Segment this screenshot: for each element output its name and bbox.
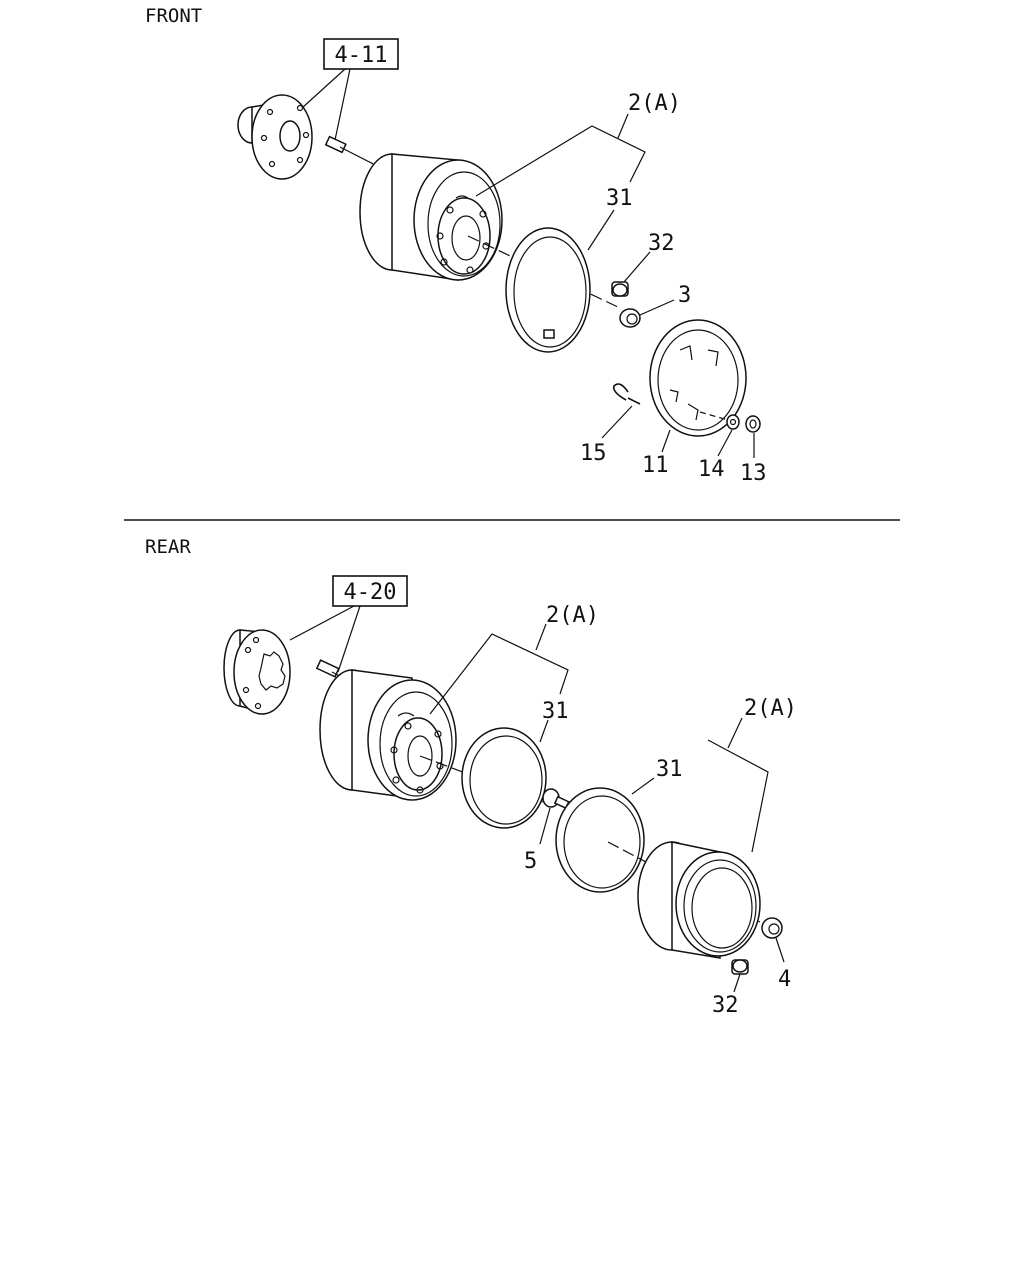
rear-label-ring-inner: 31 — [542, 699, 569, 724]
rear-ref-leader-stud — [337, 605, 361, 673]
front-nut-leader — [639, 299, 675, 316]
front-group-leader — [617, 113, 629, 139]
rear-inner-ring — [461, 727, 547, 829]
front-ref-leader-hub — [301, 68, 346, 109]
front-label-nut: 3 — [678, 283, 691, 308]
front-section: FRONT 4-11 — [145, 5, 767, 486]
rear-inner-group-leader — [535, 623, 547, 651]
rear-inner-group-bracket — [429, 633, 569, 715]
front-cover-axis — [699, 411, 729, 421]
front-cover-leader — [661, 429, 671, 453]
front-cover — [649, 319, 747, 437]
front-nut-cap — [611, 281, 629, 297]
rear-nut-cap-leader — [733, 973, 741, 993]
front-ring-leader — [587, 209, 615, 251]
front-ring — [505, 227, 591, 353]
rear-inner-wheel — [319, 669, 457, 801]
rear-nut-cap — [731, 959, 749, 975]
rear-label-nut-cap: 32 — [712, 993, 739, 1018]
rear-outer-group-leader — [727, 717, 743, 749]
rear-label-bolt: 5 — [524, 849, 537, 874]
front-hook-leader — [601, 405, 633, 439]
front-small-nut — [745, 415, 761, 433]
rear-title: REAR — [145, 536, 191, 558]
rear-section: REAR 4-20 — [145, 536, 797, 1018]
rear-ref-leader-hub — [289, 605, 355, 641]
rear-nut — [761, 917, 783, 939]
front-nut-cap-leader — [623, 251, 651, 283]
rear-outer-wheel — [637, 841, 761, 959]
rear-nut-leader — [775, 937, 785, 963]
front-hub — [237, 94, 313, 180]
front-ref-box[interactable]: 4-11 — [323, 38, 399, 70]
rear-label-group-outer: 2(A) — [744, 696, 797, 721]
front-group-bracket — [475, 125, 646, 197]
rear-label-nut: 4 — [778, 967, 791, 992]
rear-outer-ring — [555, 787, 645, 893]
rear-label-group-inner: 2(A) — [546, 603, 599, 628]
front-nut — [619, 308, 641, 328]
rear-outer-ring-leader — [631, 777, 655, 795]
front-wheel — [359, 153, 503, 281]
front-label-nut-cap: 32 — [648, 231, 675, 256]
front-washer — [726, 414, 740, 430]
rear-ref-box[interactable]: 4-20 — [332, 575, 408, 607]
rear-outer-group-bracket — [707, 739, 769, 853]
front-label-cover: 11 — [642, 453, 669, 478]
rear-ref-label[interactable]: 4-20 — [344, 580, 397, 605]
rear-inner-ring-leader — [539, 719, 549, 743]
front-washer-leader — [717, 429, 733, 457]
front-ref-label[interactable]: 4-11 — [335, 43, 388, 68]
front-label-small-nut: 13 — [740, 461, 767, 486]
rear-bolt — [542, 788, 570, 810]
front-label-group: 2(A) — [628, 91, 681, 116]
rear-label-ring-outer: 31 — [656, 757, 683, 782]
front-hook — [612, 383, 641, 405]
front-label-ring: 31 — [606, 186, 633, 211]
front-title: FRONT — [145, 5, 202, 27]
front-label-hook: 15 — [580, 441, 607, 466]
front-label-washer: 14 — [698, 457, 725, 482]
rear-hub — [223, 629, 291, 715]
rear-bolt-leader — [539, 807, 551, 845]
front-axis-line — [467, 235, 621, 309]
front-ref-leader-stud — [334, 68, 351, 141]
